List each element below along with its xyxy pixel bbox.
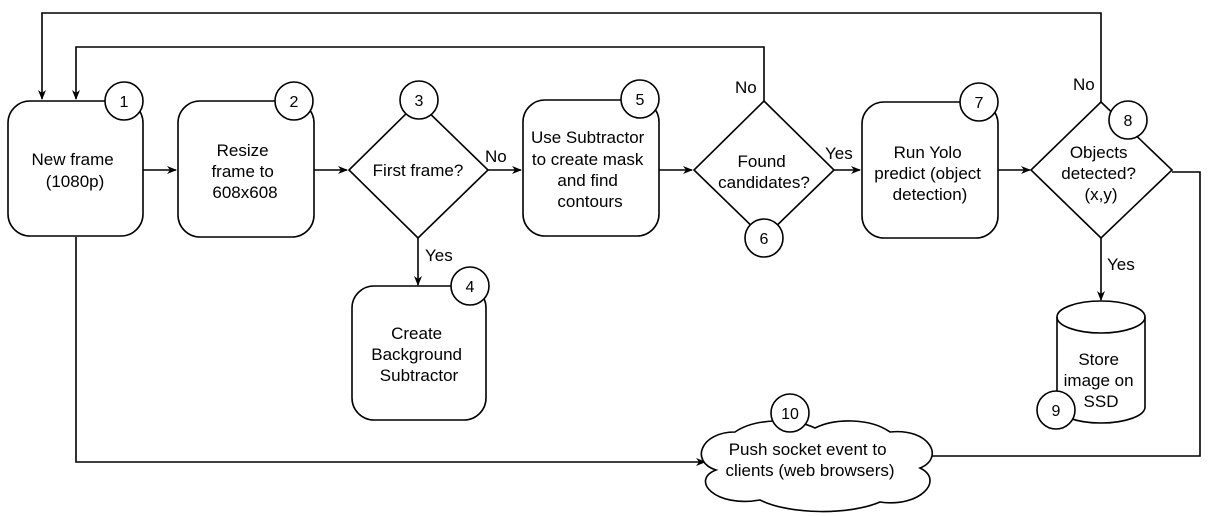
connectors (38, 12, 1201, 466)
svg-text:2: 2 (290, 94, 299, 111)
svg-text:4: 4 (466, 279, 475, 296)
node-store-image-cylinder: Store image on SSD (1056, 300, 1146, 424)
node-3-line-1: First frame? (373, 161, 464, 180)
node-2-line-3: 608x608 (212, 183, 277, 202)
node-7-line-2: predict (object (874, 164, 981, 183)
step-badge-5: 5 (620, 79, 660, 119)
node-8-line-2: detected? (1061, 164, 1136, 183)
step-badges: 1 2 3 4 5 6 7 8 (104, 79, 1148, 433)
svg-text:9: 9 (1052, 403, 1061, 420)
svg-text:1: 1 (120, 94, 129, 111)
node-9-line-1: Store (1078, 350, 1119, 369)
node-first-frame-decision: First frame? (347, 100, 490, 240)
edge-label-3-no: No (485, 147, 507, 166)
svg-text:Create Background: Create Background Subtractor (371, 324, 466, 385)
step-badge-1: 1 (104, 81, 144, 121)
svg-text:3: 3 (415, 93, 424, 110)
svg-text:6: 6 (760, 231, 769, 248)
svg-text:7: 7 (975, 95, 984, 112)
node-resize-frame: Resize frame to 608x608 (177, 100, 315, 238)
svg-text:New frame (1080p): New frame (1080p) (32, 150, 119, 191)
edge-8-10 (925, 171, 1201, 457)
node-use-subtractor: Use Subtractor to create mask and find c… (522, 99, 660, 237)
node-1-line-1: New frame (32, 150, 114, 169)
step-badge-9: 9 (1036, 390, 1076, 430)
step-badge-6: 6 (744, 218, 784, 258)
svg-text:5: 5 (636, 92, 645, 109)
edge-8-no-loop (38, 12, 1102, 102)
node-4-line-2: Background (371, 345, 462, 364)
node-5-line-3: and find (557, 171, 618, 190)
node-found-candidates-decision: Found candidates? (692, 99, 836, 240)
svg-text:Resize frame to 60: Resize frame to 608x608 (211, 141, 278, 202)
node-4-line-1: Create (391, 324, 442, 343)
node-push-socket-event-cloud: Push socket event to clients (web browse… (700, 420, 933, 513)
step-badge-8: 8 (1108, 100, 1148, 140)
edge-6-no-loop (72, 46, 765, 101)
step-badge-10: 10 (770, 393, 810, 433)
svg-text:10: 10 (781, 406, 799, 423)
node-8-line-1: Objects (1070, 143, 1128, 162)
node-6-line-1: Found (738, 152, 786, 171)
svg-text:8: 8 (1124, 113, 1133, 130)
svg-text:Found candidates?: Found candidates? (718, 152, 810, 192)
node-1-line-2: (1080p) (46, 172, 105, 191)
edge-label-6-no: No (735, 78, 757, 97)
svg-text:Push socket event to cli: Push socket event to clients (web browse… (725, 440, 894, 480)
node-8-line-3: (x,y) (1084, 185, 1117, 204)
svg-text:Objects detected?: Objects detected? (x,y) (1061, 143, 1140, 204)
node-create-background-subtractor: Create Background Subtractor (351, 285, 487, 421)
node-2-line-1: Resize (217, 141, 269, 160)
svg-text:Run Yolo predict (object: Run Yolo predict (object detection) (874, 143, 986, 204)
step-badge-4: 4 (450, 266, 490, 306)
node-objects-detected-decision: Objects detected? (x,y) (1029, 100, 1174, 240)
node-5-line-1: Use Subtractor (531, 128, 645, 147)
edge-label-8-no: No (1073, 75, 1095, 94)
step-badge-2: 2 (274, 81, 314, 121)
edge-1-10 (75, 237, 706, 466)
edge-label-3-yes: Yes (425, 246, 453, 265)
node-7-line-3: detection) (893, 185, 968, 204)
step-badge-3: 3 (399, 80, 439, 120)
node-5-line-4: contours (557, 192, 622, 211)
edge-label-6-yes: Yes (825, 144, 853, 163)
node-10-line-1: Push socket event to (729, 440, 887, 459)
node-4-line-3: Subtractor (380, 366, 459, 385)
node-7-line-1: Run Yolo (894, 143, 962, 162)
node-6-line-2: candidates? (718, 173, 810, 192)
svg-text:Store image on SSD: Store image on SSD (1064, 350, 1139, 411)
step-badge-7: 7 (959, 82, 999, 122)
edge-label-8-yes: Yes (1107, 255, 1135, 274)
node-10-line-2: clients (web browsers) (725, 461, 894, 480)
node-5-line-2: to create mask (532, 150, 644, 169)
svg-text:Use Subtractor to create: Use Subtractor to create mask and find c… (531, 128, 649, 211)
node-2-line-2: frame to (211, 162, 273, 181)
edge-labels: No Yes No Yes No Yes (425, 75, 1135, 274)
node-new-frame: New frame (1080p) (7, 100, 144, 237)
node-run-yolo: Run Yolo predict (object detection) (861, 101, 999, 239)
node-9-line-2: image on (1064, 371, 1134, 390)
node-9-line-3: SSD (1084, 392, 1119, 411)
